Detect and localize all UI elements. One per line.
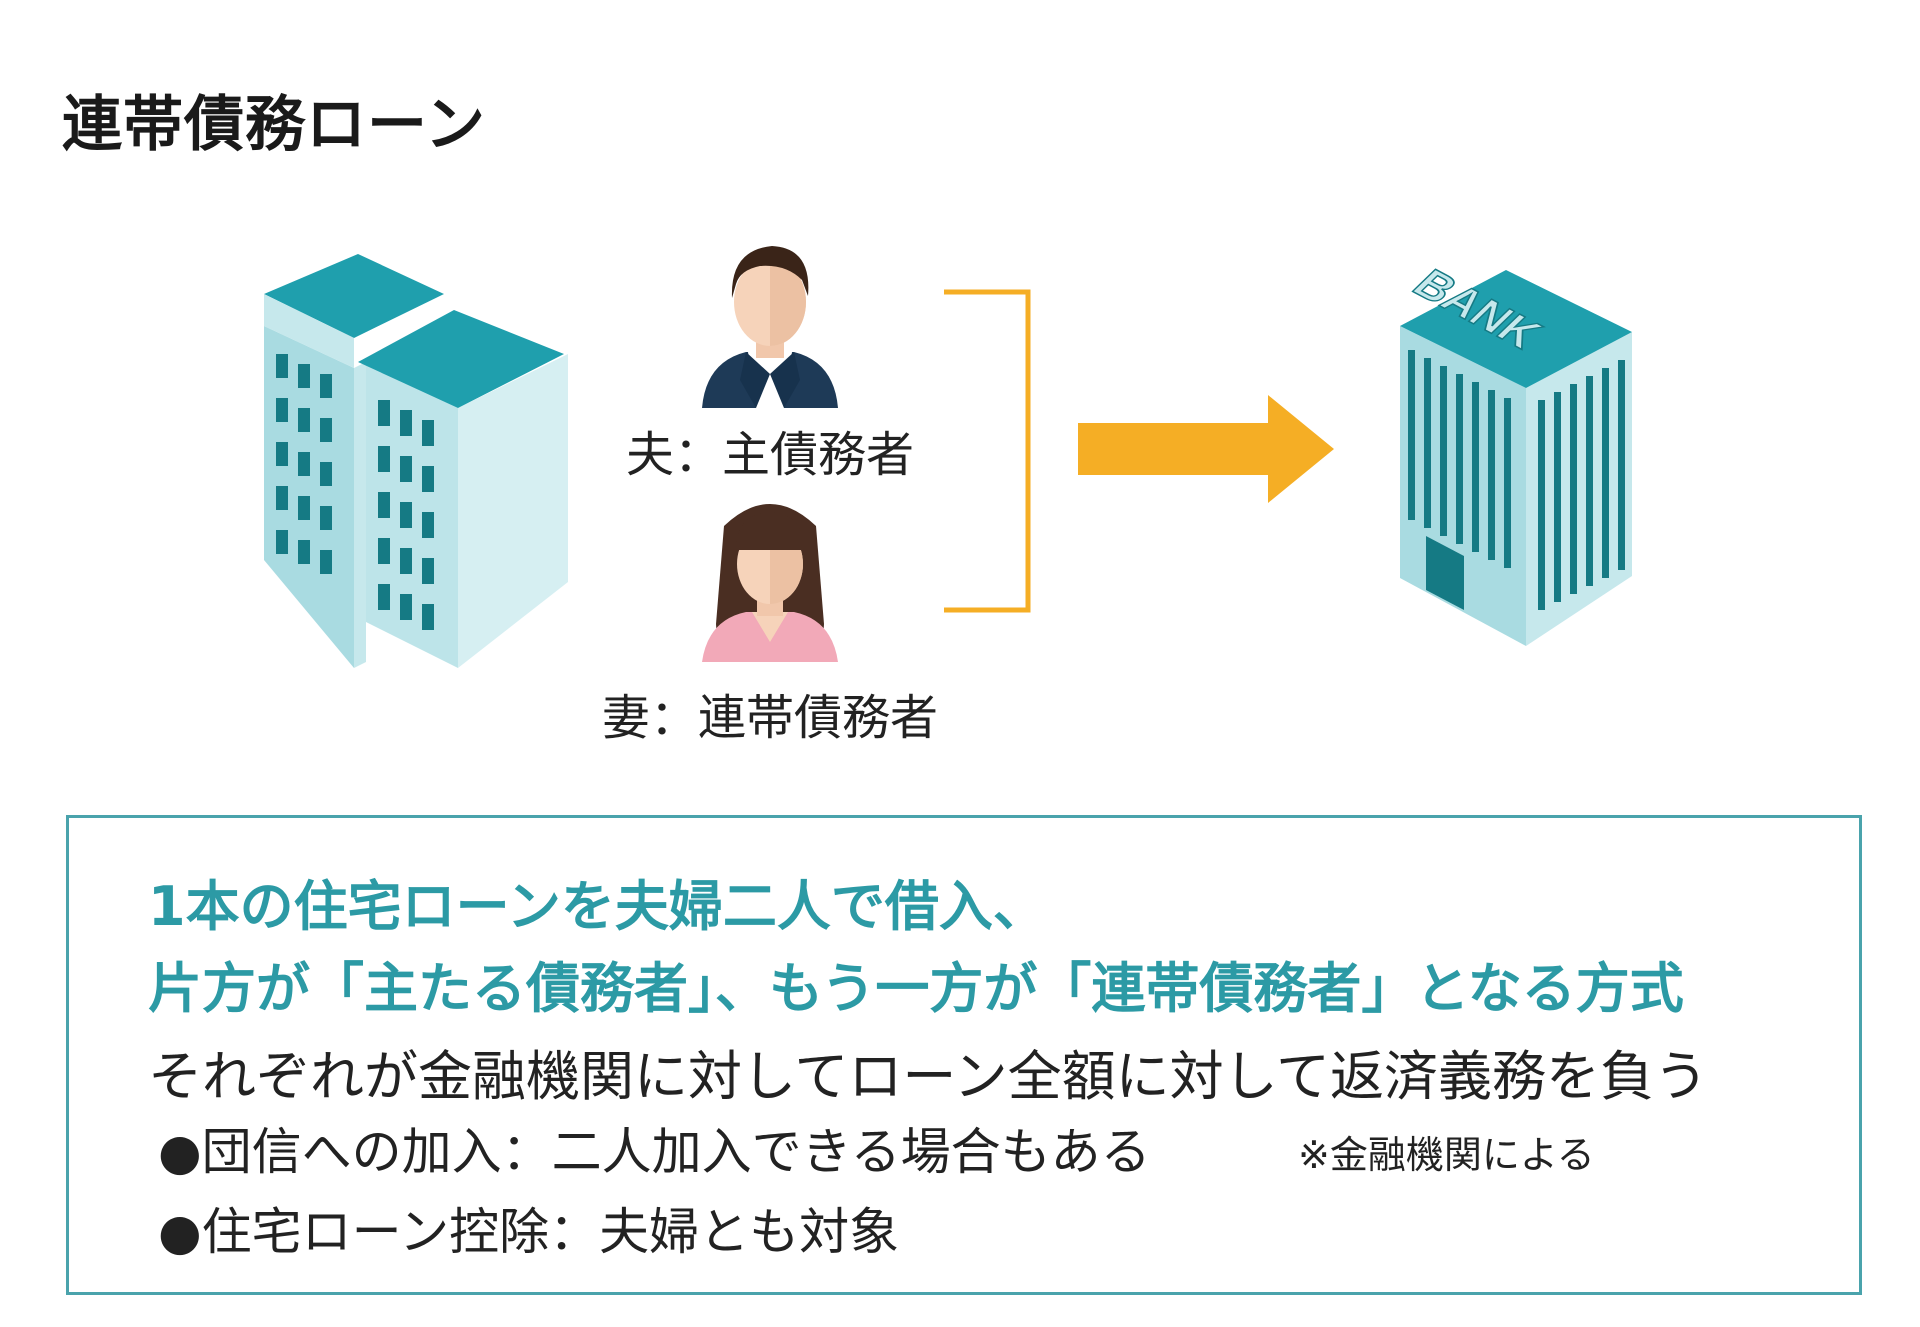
bank-window-column [1538,400,1545,610]
husband-avatar-icon [702,246,838,408]
wife-label: 妻：連帯債務者 [601,690,938,746]
bank-window-column [1424,358,1431,528]
headline-line-2: 片方が「主たる債務者」、もう一方が「連帯債務者」となる方式 [148,957,1684,1020]
bank-window-column [1472,382,1479,552]
bullet-tax-deduction: ●住宅ローン控除：夫婦とも対象 [158,1203,900,1261]
bank-window-column [1554,392,1561,602]
wife-avatar-icon [702,504,838,662]
bank-window-column [1602,368,1609,578]
bullet-group-insurance: ●団信への加入：二人加入できる場合もある [158,1123,1151,1181]
bank-window-column [1488,390,1495,560]
headline-line-1: 1本の住宅ローンを夫婦二人で借入、 [148,875,1047,938]
bank-window-column [1456,374,1463,544]
page-title: 連帯債務ローン [62,90,486,160]
description-text: それぞれが金融機関に対してローン全額に対して返済義務を負う [148,1045,1709,1108]
bank-window-column [1586,376,1593,586]
footnote: ※金融機関による [1298,1133,1595,1177]
bank-window-column [1618,360,1625,570]
husband-label: 夫：主債務者 [625,427,914,483]
bank-window-column [1504,398,1511,568]
bank-window-column [1440,366,1447,536]
bank-window-column [1570,384,1577,594]
bank-window-column [1408,350,1415,520]
right-arrow-icon [1078,395,1334,503]
bank-building-icon: BANK [1400,260,1632,646]
apartment-building-icon [264,254,568,668]
info-box [66,815,1862,1295]
borrowers-bracket [944,289,1031,613]
